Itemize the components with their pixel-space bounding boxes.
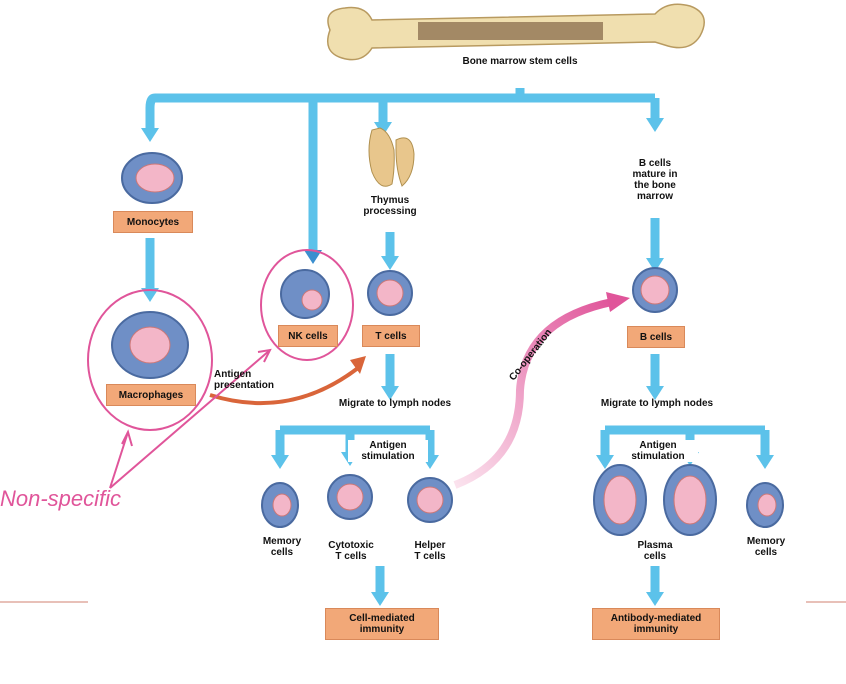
nk-cells-box: NK cells [278, 325, 338, 347]
cells [111, 152, 784, 536]
macrophages-box: Macrophages [106, 384, 196, 406]
macrophage-cell [111, 311, 189, 379]
nk-cell [280, 269, 330, 319]
plasma-cell-1 [593, 464, 647, 536]
monocyte-cell [121, 152, 183, 204]
memory-cells-right-label: Memory cells [746, 536, 786, 558]
antigen-stimulation-right-label: Antigen stimulation [618, 440, 698, 462]
cytotoxic-t-cell [327, 474, 373, 520]
cooperation-arrowhead [606, 292, 630, 312]
t-cell [367, 270, 413, 316]
thymus-illustration [368, 127, 415, 187]
antibody-mediated-box: Antibody-mediated immunity [592, 608, 720, 640]
helper-label: Helper T cells [414, 540, 446, 562]
bone-illustration [327, 3, 705, 61]
cooperation-arrow [453, 298, 613, 489]
antigen-presentation-label: Antigen presentation [214, 369, 275, 391]
t-cells-box: T cells [362, 325, 420, 347]
memory-b-cell [746, 482, 784, 528]
antigen-presentation-arrow [209, 366, 360, 406]
plasma-cell-2 [663, 464, 717, 536]
antigen-stimulation-left-label: Antigen stimulation [348, 440, 428, 462]
migrate-left-label: Migrate to lymph nodes [338, 398, 452, 409]
arrow-heads [141, 118, 774, 606]
b-cell [632, 267, 678, 313]
non-specific-label: Non-specific [0, 486, 122, 511]
plasma-label: Plasma cells [637, 540, 673, 562]
b-cells-mature-label: B cells mature in the bone marrow [632, 158, 678, 202]
helper-t-cell [407, 477, 453, 523]
memory-cells-left-label: Memory cells [262, 536, 302, 558]
bone-marrow-label: Bone marrow stem cells [462, 56, 578, 67]
cell-mediated-box: Cell-mediated immunity [325, 608, 439, 640]
monocytes-box: Monocytes [113, 211, 193, 233]
memory-t-cell [261, 482, 299, 528]
cytotoxic-label: Cytotoxic T cells [328, 540, 374, 562]
non-specific-annotation [87, 249, 354, 489]
antigen-presentation-arrowhead [350, 356, 366, 374]
thymus-label: Thymus processing [363, 195, 417, 217]
migrate-right-label: Migrate to lymph nodes [600, 398, 714, 409]
b-cells-box: B cells [627, 326, 685, 348]
